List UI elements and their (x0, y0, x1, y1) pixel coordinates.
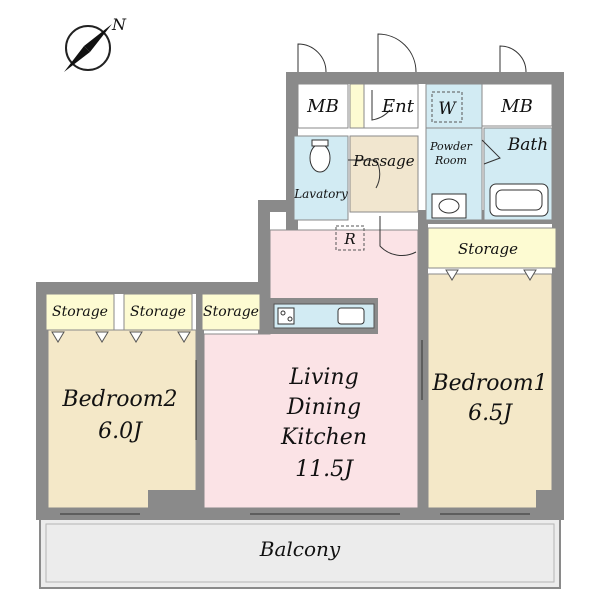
washer-box (431, 91, 463, 123)
shoe-storage (349, 83, 365, 129)
wall-bedroom2-top (36, 282, 270, 294)
mb-right-box (481, 83, 553, 127)
balcony-railing (45, 523, 555, 583)
label-ldk-line3: Kitchen (280, 425, 367, 450)
door-mb-left (297, 43, 327, 73)
windows (60, 340, 530, 515)
sink-icon (337, 307, 365, 325)
label-bedroom2-name: Bedroom2 (61, 387, 177, 412)
label-w: W (438, 99, 457, 119)
wall-kitchen-stub (258, 290, 270, 334)
balcony-area (39, 517, 561, 589)
north-arrow-icon (84, 24, 112, 52)
stove-icon (277, 307, 295, 325)
washbasin-icon (431, 193, 467, 219)
label-ldk-line2: Dining (286, 395, 361, 420)
label-powder-room-line1: Powder (429, 140, 473, 153)
toilet-tank-icon (311, 139, 329, 147)
door-bath (481, 139, 501, 165)
label-storage-bedroom2-b: Storage (130, 304, 186, 320)
label-storage-ldk: Storage (203, 304, 259, 320)
basin-icon (438, 198, 460, 214)
label-storage-right: Storage (458, 240, 518, 258)
refrigerator-box (335, 225, 365, 251)
storage-bedroom2-a (45, 293, 115, 331)
wall-entry-left (286, 72, 298, 134)
door-entrance (377, 33, 417, 73)
south-arrow-icon (64, 46, 90, 72)
wall-ldk-bedroom1 (418, 210, 428, 508)
label-bath: Bath (507, 135, 548, 155)
door-ldk (379, 216, 417, 256)
column-bedroom1 (536, 490, 552, 520)
bedroom1-floor (427, 273, 553, 509)
mb-left-box (297, 83, 349, 129)
label-bedroom1-name: Bedroom1 (431, 371, 547, 396)
wall-right (552, 72, 564, 518)
storage-bedroom1 (427, 227, 557, 269)
label-passage: Passage (352, 152, 414, 170)
label-bedroom1-size: 6.5J (468, 401, 513, 426)
toilet-icon (309, 143, 331, 173)
wall-step-left (258, 200, 270, 290)
wall-left (36, 282, 48, 518)
wall-top (286, 72, 564, 84)
door-ent-inner (371, 90, 391, 121)
door-mb-right (499, 45, 527, 73)
closet-door-marks (51, 269, 537, 343)
washer-space (425, 83, 483, 129)
burner-icon (280, 310, 286, 316)
storage-ldk (201, 293, 261, 331)
label-ldk-size: 11.5J (295, 457, 354, 482)
bathtub-inner (495, 189, 543, 211)
label-mb-right: MB (500, 96, 533, 117)
label-ent: Ent (381, 96, 415, 117)
storage-bedroom2-b (123, 293, 193, 331)
north-label: N (111, 15, 127, 34)
label-ldk-line1: Living (288, 365, 358, 390)
passage-floor (349, 135, 419, 213)
burner-icon (287, 316, 293, 322)
label-bedroom2-size: 6.0J (98, 419, 143, 444)
label-mb-left: MB (306, 96, 339, 117)
column-bedroom2 (148, 490, 196, 520)
door-swings (297, 33, 527, 256)
wall-bedroom2-ldk (196, 294, 204, 508)
door-lavatory (348, 159, 381, 189)
label-storage-bedroom2-a: Storage (52, 304, 108, 320)
label-powder-room-line2: Room (434, 154, 467, 167)
label-r: R (343, 230, 355, 248)
label-lavatory: Lavatory (293, 187, 348, 201)
label-balcony: Balcony (259, 537, 341, 561)
bathtub-icon (489, 183, 549, 217)
compass: N (64, 15, 127, 72)
bedroom2-floor (47, 329, 197, 509)
